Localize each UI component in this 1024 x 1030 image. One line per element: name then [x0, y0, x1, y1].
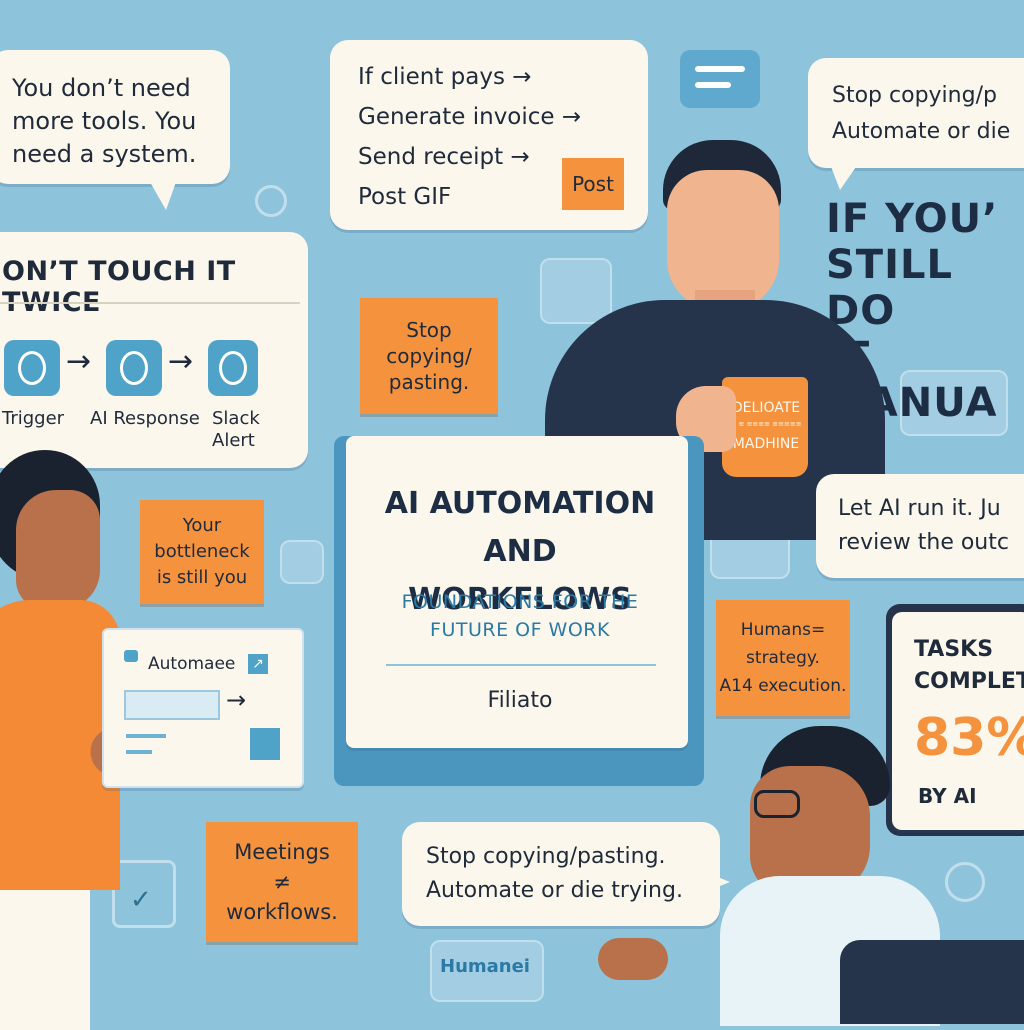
bg-footer-tile [430, 940, 544, 1002]
trigger-node[interactable] [4, 340, 60, 396]
check-icon: ✓ [130, 885, 152, 915]
arrow-icon: → [226, 686, 247, 714]
bubble-tail [700, 870, 730, 894]
mug-line-2: ≡ ≡ ≡≡≡≡ ≡≡≡≡≡ [730, 420, 802, 428]
speech-bubble-stop-copying-bottom: Stop copying/pasting. Automate or die tr… [402, 822, 720, 926]
footer-logo: Humanei [440, 956, 530, 977]
arrow-icon: → [168, 344, 194, 379]
note-humans-strategy: Humans= strategy. A14 execution. [716, 600, 850, 716]
bg-link-tile [540, 258, 612, 324]
book-subtitle: FOUNDATIONS FOR THE FUTURE OF WORK [401, 591, 639, 641]
client-pays-line-1: If client pays → [358, 64, 532, 90]
bg-toggle-tile [900, 370, 1008, 436]
mug-line-3: MADHINE [732, 436, 800, 452]
input-bar[interactable] [124, 690, 220, 720]
arrow-icon: → [66, 344, 92, 379]
bg-chat-icon [680, 50, 760, 108]
client-pays-line-3: Send receipt → [358, 144, 530, 170]
external-link-icon[interactable]: ↗ [248, 654, 268, 674]
bubble-tail [830, 164, 858, 190]
book-author: Filiato [487, 688, 553, 713]
note-meetings: Meetings ≠ workflows. [206, 822, 358, 942]
mug [722, 377, 808, 477]
stop-copying-top-text: Stop copying/p Automate or die [832, 83, 1011, 144]
man2-face [750, 766, 870, 896]
note-bottleneck-text: Your bottleneck is still you [154, 515, 250, 588]
client-pays-line-2: Generate invoice → [358, 104, 582, 130]
workflow-title: ON’T TOUCH IT TWICE [2, 256, 236, 318]
stats-card: TASKS COMPLET 83% BY AI [892, 612, 1024, 830]
speech-bubble-need-system: You don’t need more tools. You need a sy… [0, 50, 230, 184]
ai-response-label: AI Response [90, 408, 200, 429]
lock-icon [124, 650, 138, 662]
book-cover: AI AUTOMATION AND WORKFLOWS FOUNDATIONS … [346, 436, 688, 748]
woman-pants [0, 890, 90, 1030]
action-button[interactable] [250, 728, 280, 760]
slack-alert-label: Slack Alert [212, 408, 260, 451]
automation-label: Automaee [148, 654, 236, 674]
mug-line-1: DELIOATE [731, 400, 801, 416]
woman-face [16, 490, 100, 610]
bubble-tail [150, 182, 176, 210]
laptop [840, 940, 1024, 1024]
gauge-icon [255, 185, 287, 217]
man-face [667, 170, 779, 310]
glasses-icon [754, 790, 800, 818]
note-humans-strategy-text: Humans= strategy. A14 execution. [719, 620, 847, 696]
bg-chat-lines-2 [695, 82, 731, 88]
stats-title: TASKS COMPLET [914, 637, 1024, 694]
automation-screen: Automaee ↗ → [102, 628, 304, 788]
bg-small-tile [280, 540, 324, 584]
post-button[interactable]: Post [562, 158, 624, 210]
let-ai-text: Let AI run it. Ju review the outc [838, 496, 1009, 555]
man2-hand [598, 938, 668, 980]
calendar-icon [112, 860, 176, 928]
clock-icon [945, 862, 985, 902]
speech-bubble-client-pays: If client pays → Generate invoice → Send… [330, 40, 648, 230]
note-stop-copying-text: Stop copying/ pasting. [386, 318, 472, 394]
ai-response-node[interactable] [106, 340, 162, 396]
woman-person [0, 450, 120, 1030]
stats-caption: BY AI [918, 784, 977, 808]
slack-alert-node[interactable] [208, 340, 258, 396]
speech-bubble-stop-copying-top: Stop copying/p Automate or die [808, 58, 1024, 168]
note-bottleneck: Your bottleneck is still you [140, 500, 264, 604]
note-meetings-text: Meetings ≠ workflows. [226, 840, 338, 924]
workflow-card: ON’T TOUCH IT TWICE → → Trigger AI Respo… [0, 232, 308, 468]
book-title: AI AUTOMATION AND WORKFLOWS [384, 486, 656, 617]
need-system-text: You don’t need more tools. You need a sy… [12, 74, 197, 168]
text-line [126, 734, 166, 738]
stats-value: 83% [914, 708, 1024, 768]
bg-chat-lines [695, 66, 745, 72]
divider [0, 302, 300, 304]
text-line [126, 750, 152, 754]
stop-copying-bottom-text: Stop copying/pasting. Automate or die tr… [426, 844, 683, 903]
note-stop-copying: Stop copying/ pasting. [360, 298, 498, 414]
speech-bubble-let-ai: Let AI run it. Ju review the outc [816, 474, 1024, 578]
client-pays-line-4: Post GIF [358, 184, 452, 210]
divider [386, 664, 656, 666]
trigger-label: Trigger [2, 408, 65, 429]
